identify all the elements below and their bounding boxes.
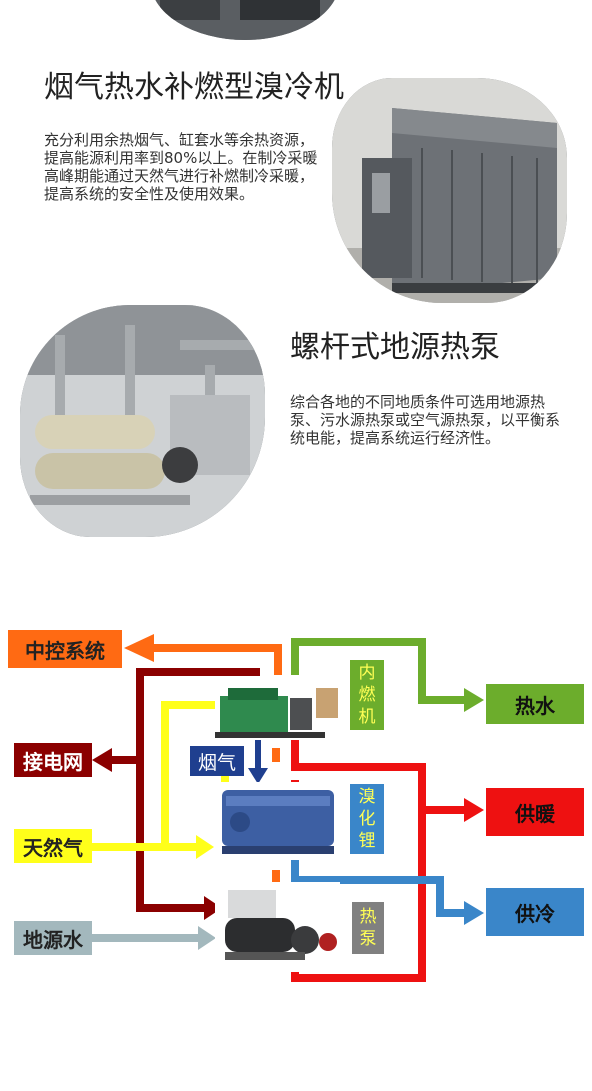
- flow-grey: [92, 926, 216, 950]
- section2-description: 综合各地的不同地质条件可选用地源热泵、污水源热泵或空气源热泵，以平衡系统电能，提…: [290, 393, 561, 447]
- label-gas-engine-char: 内: [358, 663, 376, 683]
- label-gas-engine-char: 燃: [358, 685, 376, 705]
- box-power-grid: 接电网: [14, 743, 92, 777]
- top-photo-fragment: [150, 0, 340, 40]
- label-flue-gas: 烟气: [190, 746, 244, 776]
- heat-pump-graphic: [20, 305, 265, 537]
- box-natural-gas: 天然气: [14, 829, 92, 863]
- box-hot-water: 热水: [486, 684, 584, 724]
- flow-orange: [124, 634, 282, 675]
- flow-darkred: [92, 668, 260, 920]
- orange-marker-1: [272, 748, 280, 762]
- label-gas-engine: 内 燃 机: [350, 660, 384, 730]
- label-heat-pump: 热 泵: [352, 902, 384, 954]
- section1-description: 充分利用余热烟气、缸套水等余热资源，提高能源利用率到80%以上。在制冷采暖高峰期…: [44, 131, 318, 203]
- heat-pump-unit-graphic: [215, 882, 340, 972]
- section2-title: 螺杆式地源热泵: [290, 330, 500, 365]
- label-gas-engine-char: 机: [358, 707, 376, 727]
- box-ground-water: 地源水: [14, 921, 92, 955]
- absorption-chiller-photo: [332, 78, 567, 303]
- label-lithium-bromide-char: 锂: [358, 831, 376, 851]
- gas-engine-graphic: [215, 680, 340, 740]
- label-lithium-bromide: 溴 化 锂: [350, 784, 384, 854]
- box-central-control: 中控系统: [8, 630, 122, 668]
- top-photo-graphic: [150, 0, 340, 40]
- label-heat-pump-char: 泵: [359, 929, 377, 949]
- section1-title: 烟气热水补燃型溴冷机: [44, 70, 344, 105]
- energy-flow-diagram: 中控系统 接电网 天然气 地源水 热水 供暖 供冷 烟气 内 燃 机 溴 化 锂…: [0, 600, 592, 1000]
- box-heating: 供暖: [486, 788, 584, 836]
- label-lithium-bromide-char: 化: [358, 809, 376, 829]
- lithium-bromide-chiller-graphic: [215, 782, 340, 860]
- box-cooling: 供冷: [486, 888, 584, 936]
- flow-lines: [92, 634, 484, 982]
- orange-marker-2: [272, 870, 280, 882]
- label-lithium-bromide-char: 溴: [358, 787, 376, 807]
- flow-green: [291, 638, 484, 712]
- flow-blue: [291, 840, 484, 925]
- heat-pump-photo: [20, 305, 265, 537]
- absorption-chiller-graphic: [332, 78, 567, 303]
- label-heat-pump-char: 热: [359, 907, 377, 927]
